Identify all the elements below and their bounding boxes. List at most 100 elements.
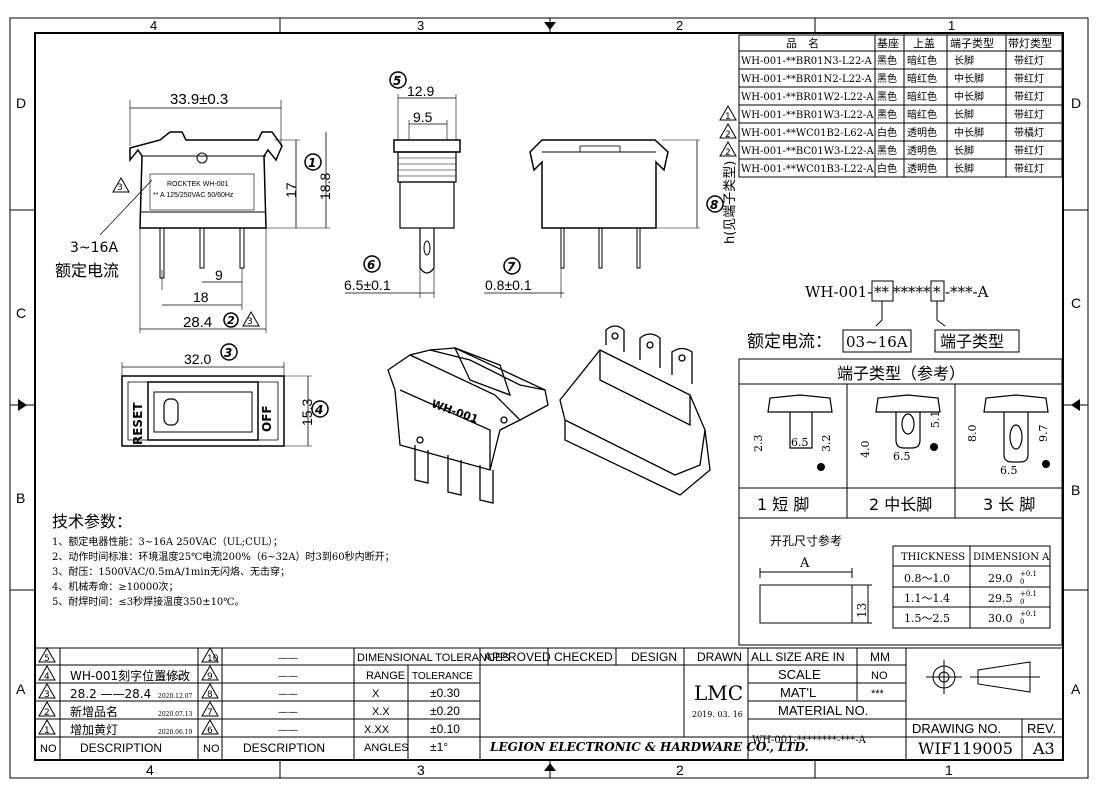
material-no-label: MATERIAL NO.	[778, 703, 868, 718]
rev-right-marker-label: 7	[207, 708, 213, 718]
tech-line: 5、耐焊时间：≤3秒焊接温度350±10℃。	[52, 595, 244, 608]
size-unit: MM	[870, 650, 890, 664]
front-height-total: 18.8	[317, 173, 333, 200]
cutout-title: 开孔尺寸参考	[770, 533, 842, 548]
iso-label: WH-001	[430, 397, 480, 426]
rev-right-marker	[201, 700, 219, 717]
rev-right-desc: ——	[278, 689, 298, 700]
rev-right-marker	[201, 646, 219, 663]
rev-left-marker-label: 2	[44, 708, 50, 718]
zone-right-C: C	[1071, 295, 1081, 311]
center-arrows	[18, 22, 1080, 771]
zone-left-B: B	[16, 490, 25, 506]
parts-row-rev-marker-label: 2	[725, 148, 731, 158]
terminal-type-label: 端子类型	[940, 332, 1004, 351]
cutout-label-a: A	[799, 556, 810, 571]
tech-title: 技术参数：	[52, 512, 132, 531]
parts-row-rev-marker	[719, 122, 737, 139]
material-value: ***	[871, 688, 885, 700]
material-label: MAT'L	[780, 685, 816, 700]
t2-dim-a: 4.0	[859, 441, 872, 459]
rev-left-date: 2020.12.07	[158, 693, 193, 700]
outer-frame	[9, 17, 1089, 779]
parts-row-terminal: 中长脚	[954, 90, 984, 103]
tolerance-value: ±1°	[430, 740, 448, 754]
terminal-ref-title: 端子类型（参考）	[837, 364, 965, 383]
parts-header-terminal: 端子类型	[950, 36, 994, 50]
zone-bottom-3: 3	[417, 762, 425, 778]
top-off-text: OFF	[260, 405, 274, 432]
tolerances-title: DIMENSIONAL TOLERANCES	[357, 652, 510, 664]
parts-row-base: 黑色	[877, 90, 897, 103]
front-label-brand: ROCKTEK WH-001	[167, 181, 229, 188]
rev-left-date: 22.07.07	[158, 675, 185, 682]
company-name: LEGION ELECTRONIC & HARDWARE CO., LTD.	[489, 740, 809, 754]
tech-line: 4、机械寿命：≥10000次；	[52, 580, 179, 593]
parts-row-cover: 暗红色	[907, 54, 937, 67]
parts-row-base: 黑色	[877, 72, 897, 85]
parts-row-lamp: 带红灯	[1014, 72, 1044, 85]
parts-row-rev-marker-label: 2	[725, 130, 731, 140]
t3-dim-a: 8.0	[966, 425, 979, 443]
tech-line: 1、额定电器性能：3~16A 250VAC（UL;CUL）；	[52, 535, 283, 548]
drawing-no-label: DRAWING NO.	[912, 721, 1001, 736]
front-pitch2: 18	[193, 289, 209, 305]
cutout-row-thickness: 1.1～1.4	[904, 592, 950, 605]
rev-right-desc: ——	[278, 671, 298, 682]
rev-right-marker	[201, 682, 219, 699]
parts-row-base: 黑色	[877, 54, 897, 67]
tolerances-h-range: RANGE	[366, 670, 405, 682]
zone-left-D: D	[16, 95, 26, 111]
zone-top-3: 3	[417, 18, 424, 33]
third-h-label: h(见端子类型)	[723, 161, 738, 244]
front-pitch: 9	[215, 267, 223, 283]
approval-checked: CHECKED	[554, 650, 613, 664]
third-marker-7: 7	[507, 260, 516, 274]
scale-label: SCALE	[778, 667, 821, 682]
rev-left-date: 2020.07.13	[158, 711, 193, 718]
revision-list-right: 10——9——8——7——6——	[201, 646, 298, 736]
projection-symbol	[926, 660, 1040, 694]
zone-top-4: 4	[150, 18, 157, 33]
front-current-note1: 3~16A	[70, 240, 118, 256]
rev-value: A3	[1032, 739, 1055, 758]
parts-row-base: 黑色	[877, 108, 897, 121]
tolerance-value: ±0.30	[430, 686, 460, 700]
cutout-row-tol-upper: +0.1	[1020, 570, 1037, 578]
approval-drawn: DRAWN	[697, 650, 742, 664]
front-width: 33.9±0.3	[170, 91, 228, 108]
rev-right-marker	[201, 718, 219, 735]
parts-header-base: 基座	[877, 36, 899, 50]
rev-left-desc: 增加黄灯	[70, 723, 118, 737]
rev-left-marker	[38, 664, 56, 681]
cutout-height: 13	[855, 603, 869, 618]
inner-frame	[34, 32, 1064, 761]
approval-approved: APPROVED	[484, 650, 551, 664]
rev-header-no-left: NO	[40, 743, 57, 755]
parts-row-lamp: 带红灯	[1014, 144, 1044, 157]
parts-row-cover: 暗红色	[907, 108, 937, 121]
top-marker-4: 4	[314, 403, 323, 417]
zone-top-1: 1	[948, 18, 955, 33]
zone-left-A: A	[16, 681, 26, 697]
rev-header-desc-left: DESCRIPTION	[80, 741, 162, 755]
current-label: 额定电流：	[747, 332, 832, 352]
front-marker-2: 2	[227, 314, 235, 327]
rev-right-marker-label: 9	[207, 672, 213, 682]
parts-header-name: 品 名	[786, 36, 819, 50]
parts-row-terminal: 中长脚	[954, 72, 984, 85]
third-view: h(见端子类型) 8 0.8±0.1 7	[484, 139, 738, 298]
rev-header-no-right: NO	[203, 743, 220, 755]
cutout-row-tol-lower: 0	[1020, 578, 1024, 586]
zone-bottom-1: 1	[945, 762, 953, 778]
tolerance-value: ±0.20	[430, 704, 460, 718]
parts-row-terminal: 长脚	[954, 54, 974, 67]
parts-row-cover: 透明色	[907, 144, 937, 157]
parts-row-rev-marker	[719, 140, 737, 157]
top-height: 15.3	[299, 399, 315, 426]
terminal-type-1: 1 短 脚	[757, 495, 809, 514]
rev-left-marker	[38, 682, 56, 699]
parts-row-lamp: 带红灯	[1014, 90, 1044, 103]
top-reset-text: RESET	[131, 402, 145, 445]
